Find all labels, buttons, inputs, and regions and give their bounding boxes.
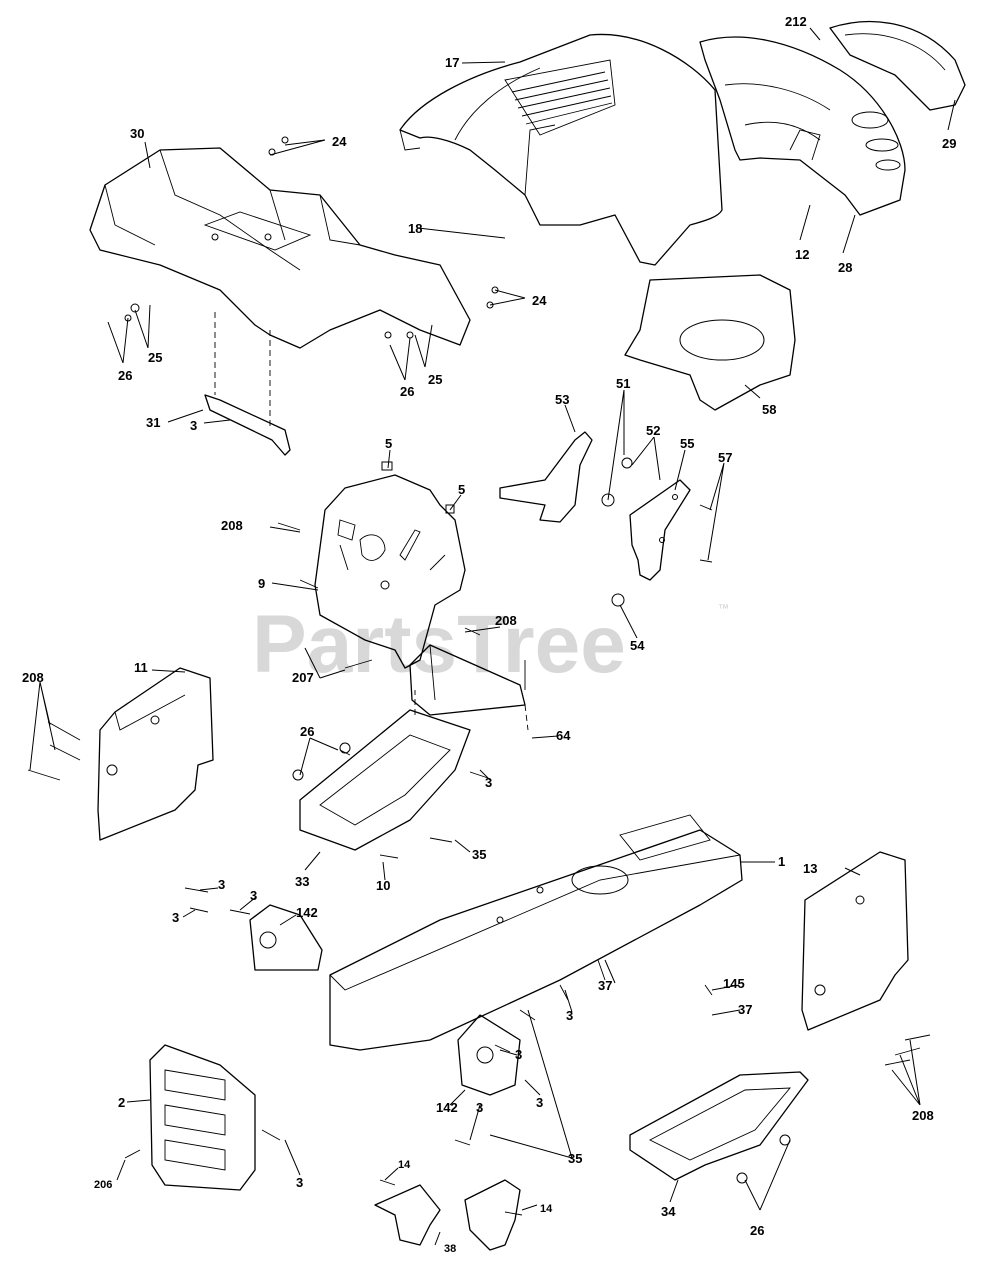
callout-38[interactable]: 38 [444,1243,456,1255]
callout-58[interactable]: 58 [762,402,776,417]
callout-3-g[interactable]: 3 [476,1100,483,1115]
part-left-side-panel[interactable] [97,667,214,841]
part-headlight-lens[interactable] [829,20,966,111]
callout-26-step[interactable]: 26 [300,724,314,739]
callout-24-lower[interactable]: 24 [532,293,547,308]
callout-26-rear[interactable]: 26 [750,1223,764,1238]
callout-208-left[interactable]: 208 [22,670,44,685]
watermark-logo: PartsTree [252,599,626,690]
callout-11[interactable]: 11 [134,660,148,675]
callout-2[interactable]: 2 [118,1095,125,1110]
callout-26-right[interactable]: 26 [400,384,414,399]
callout-31[interactable]: 31 [146,415,160,430]
callout-26-left[interactable]: 26 [118,368,132,383]
callout-14-left[interactable]: 14 [398,1159,411,1171]
part-dash-pan[interactable] [624,274,796,411]
callout-5-lower[interactable]: 5 [458,482,465,497]
part-axle-bracket-upper[interactable] [249,904,323,971]
part-lower-bracket-right[interactable] [464,1179,521,1251]
part-latch[interactable] [409,644,529,731]
part-fender[interactable] [89,147,471,349]
callout-52[interactable]: 52 [646,423,660,438]
callout-53[interactable]: 53 [555,392,569,407]
callout-37-a[interactable]: 37 [598,978,612,993]
callout-208-right[interactable]: 208 [912,1108,934,1123]
part-fender-bracket[interactable] [167,312,291,456]
part-grille[interactable] [699,36,906,216]
callout-labels: 17 212 29 30 24 18 12 28 24 25 26 25 26 … [22,14,956,1255]
callout-3-bracket[interactable]: 3 [190,418,197,433]
callout-208-latch[interactable]: 208 [495,613,517,628]
callout-145[interactable]: 145 [723,976,745,991]
part-step-plate[interactable] [299,709,471,851]
part-brace[interactable] [499,431,593,523]
callout-212[interactable]: 212 [785,14,807,29]
callout-33[interactable]: 33 [295,874,309,889]
callout-10[interactable]: 10 [376,878,390,893]
fasteners [27,136,931,1216]
callout-5-upper[interactable]: 5 [385,436,392,451]
callout-25-left[interactable]: 25 [148,350,162,365]
callout-34[interactable]: 34 [661,1204,676,1219]
callout-14-right[interactable]: 14 [540,1203,553,1215]
part-front-bracket[interactable] [149,1044,256,1191]
part-main-frame[interactable] [329,814,743,1051]
part-right-side-panel[interactable] [801,851,909,1031]
callout-142-upper[interactable]: 142 [296,905,318,920]
callout-208-dash[interactable]: 208 [221,518,243,533]
part-hood[interactable] [399,33,723,266]
callout-35-step[interactable]: 35 [472,847,486,862]
watermark-trademark: ™ [718,603,729,615]
callout-30[interactable]: 30 [130,126,144,141]
callout-24-upper[interactable]: 24 [332,134,347,149]
callout-3-h[interactable]: 3 [296,1175,303,1190]
callout-3-c[interactable]: 3 [172,910,179,925]
part-rear-step[interactable] [629,1071,809,1181]
callout-17[interactable]: 17 [445,55,459,70]
part-support-plate[interactable] [629,479,691,581]
callout-51[interactable]: 51 [616,376,630,391]
callout-57[interactable]: 57 [718,450,732,465]
callout-37-b[interactable]: 37 [738,1002,752,1017]
callout-142-lower[interactable]: 142 [436,1100,458,1115]
callout-9[interactable]: 9 [258,576,265,591]
callout-3-a[interactable]: 3 [218,877,225,892]
part-lower-bracket-left[interactable] [374,1184,441,1246]
callout-25-right[interactable]: 25 [428,372,442,387]
callout-206[interactable]: 206 [94,1179,112,1191]
callout-18[interactable]: 18 [408,221,422,236]
callout-3-e[interactable]: 3 [515,1047,522,1062]
callout-54[interactable]: 54 [630,638,645,653]
part-dash-panel[interactable] [314,474,466,669]
part-axle-bracket-lower[interactable] [457,1014,521,1096]
callout-3-f[interactable]: 3 [536,1095,543,1110]
callout-207[interactable]: 207 [292,670,314,685]
callout-35-lower[interactable]: 35 [568,1151,582,1166]
leader-lines [29,27,956,1246]
callout-3-step[interactable]: 3 [485,775,492,790]
callout-13[interactable]: 13 [803,861,817,876]
callout-29[interactable]: 29 [942,136,956,151]
callout-3-b[interactable]: 3 [250,888,257,903]
callout-55[interactable]: 55 [680,436,694,451]
callout-1[interactable]: 1 [778,854,785,869]
callout-3-d[interactable]: 3 [566,1008,573,1023]
callout-64[interactable]: 64 [556,728,571,743]
callout-28[interactable]: 28 [838,260,852,275]
callout-12[interactable]: 12 [795,247,809,262]
